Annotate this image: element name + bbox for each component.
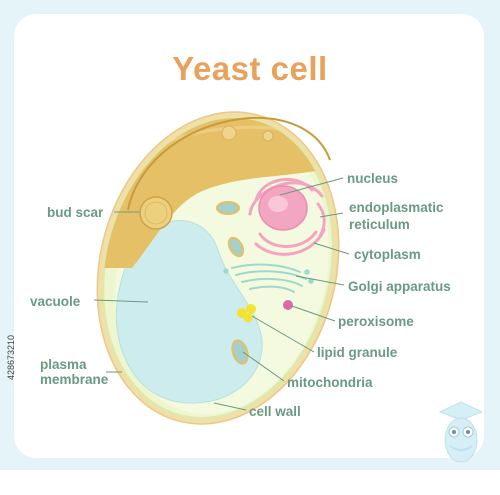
nucleolus	[268, 196, 288, 212]
label-plasma-line2: membrane	[40, 372, 109, 387]
label-cell-wall: cell wall	[249, 404, 301, 419]
lipid-granule-2	[246, 304, 256, 314]
leader-cell-wall	[213, 402, 247, 411]
yeast-cell-diagram	[80, 110, 360, 425]
mitochondrion-1	[216, 201, 240, 215]
mitochondrion-2	[227, 236, 245, 258]
label-er-line1: endoplasmatic	[349, 200, 444, 215]
label-lipid-granule: lipid granule	[317, 345, 398, 360]
label-cytoplasm: cytoplasm	[354, 247, 421, 262]
label-nucleus: nucleus	[347, 171, 399, 186]
leader-mitochondria	[242, 351, 285, 382]
footer-strip	[0, 470, 500, 495]
leader-peroxisome	[291, 305, 336, 322]
leader-vacuole	[93, 299, 149, 303]
leader-golgi	[295, 275, 345, 286]
vacuole	[115, 219, 263, 404]
label-golgi: Golgi apparatus	[348, 279, 451, 294]
lipid-granule-3	[243, 313, 253, 323]
peroxisome	[283, 300, 293, 310]
leader-er	[319, 212, 344, 218]
bud-scar-small-2	[262, 130, 274, 142]
bud-scar-small-1	[221, 125, 237, 141]
label-peroxisome: peroxisome	[338, 314, 414, 329]
mitochondrion-3	[231, 339, 249, 365]
label-er-line2: reticulum	[349, 217, 410, 232]
cap-rim	[127, 116, 331, 211]
leader-nucleus	[279, 177, 344, 196]
leader-lipid	[251, 315, 315, 353]
leader-cytoplasm	[313, 242, 350, 255]
endoplasmic-reticulum	[248, 177, 326, 256]
label-vacuole: vacuole	[30, 294, 81, 309]
diagram-title: Yeast cell	[172, 50, 328, 87]
label-bud-scar: bud scar	[47, 205, 104, 220]
stock-id: 428673210	[6, 334, 16, 380]
bud-scar-inner	[144, 201, 168, 225]
label-plasma-line1: plasma	[40, 357, 87, 372]
label-mitochondria: mitochondria	[287, 375, 373, 390]
owl-watermark-icon	[438, 401, 484, 463]
leader-lines	[93, 177, 350, 411]
